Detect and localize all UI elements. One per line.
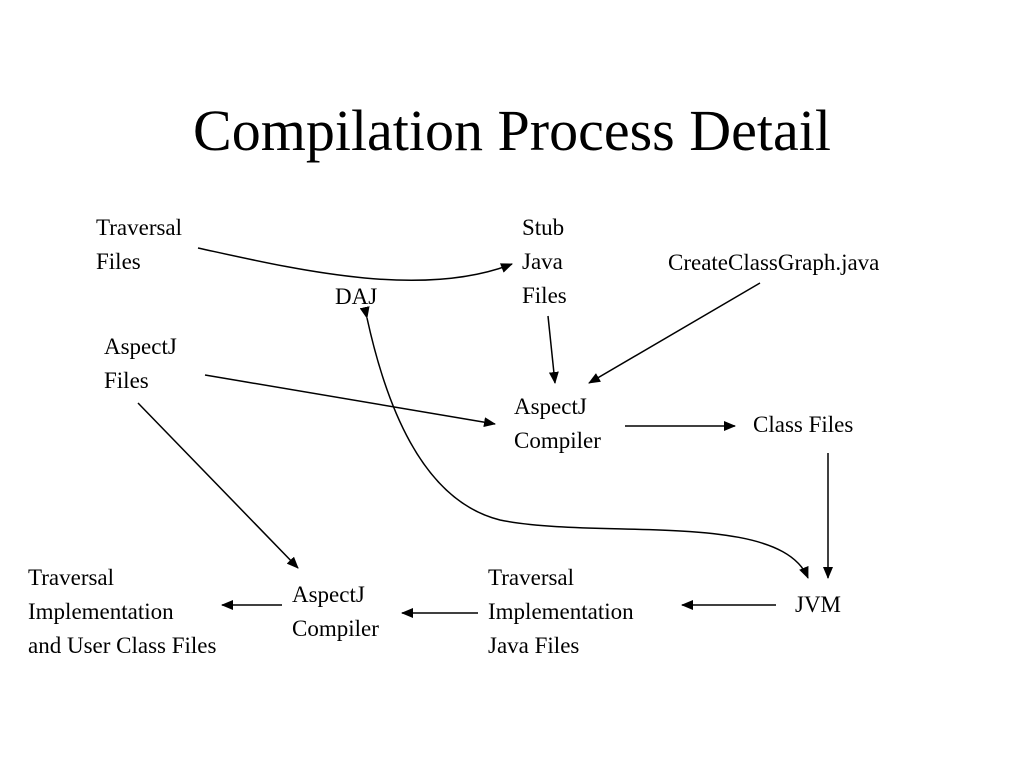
slide-title: Compilation Process Detail	[193, 98, 831, 163]
arrow-aspectj-files-to-aspectj-compiler	[204, 374, 496, 428]
node-traversal-impl-java-files: Traversal Implementation Java Files	[488, 565, 634, 658]
node-traversal-files: Traversal Files	[96, 215, 183, 274]
node-stub-java-files: Stub Java Files	[522, 215, 567, 308]
arrow-aspectj-files-to-aspectj-compiler-bottom	[137, 402, 299, 569]
arrow-stub-java-files-to-aspectj-compiler	[547, 315, 559, 384]
node-aspectj-compiler-top: AspectJ Compiler	[514, 394, 601, 453]
node-aspectj-files: AspectJ Files	[104, 334, 177, 393]
arrow-daj-to-jvm	[359, 306, 809, 579]
node-aspectj-compiler-bottom: AspectJ Compiler	[292, 582, 379, 641]
arrow-create-class-graph-to-aspectj-compiler	[588, 282, 761, 384]
arrow-traversal-files-to-stub-java-files	[197, 247, 513, 282]
node-traversal-impl-and-user-class-files: Traversal Implementation and User Class …	[28, 565, 217, 658]
node-daj: DAJ	[335, 284, 378, 309]
node-class-files: Class Files	[753, 412, 854, 437]
node-create-class-graph-java: CreateClassGraph.java	[668, 250, 880, 275]
node-jvm: JVM	[795, 592, 842, 617]
